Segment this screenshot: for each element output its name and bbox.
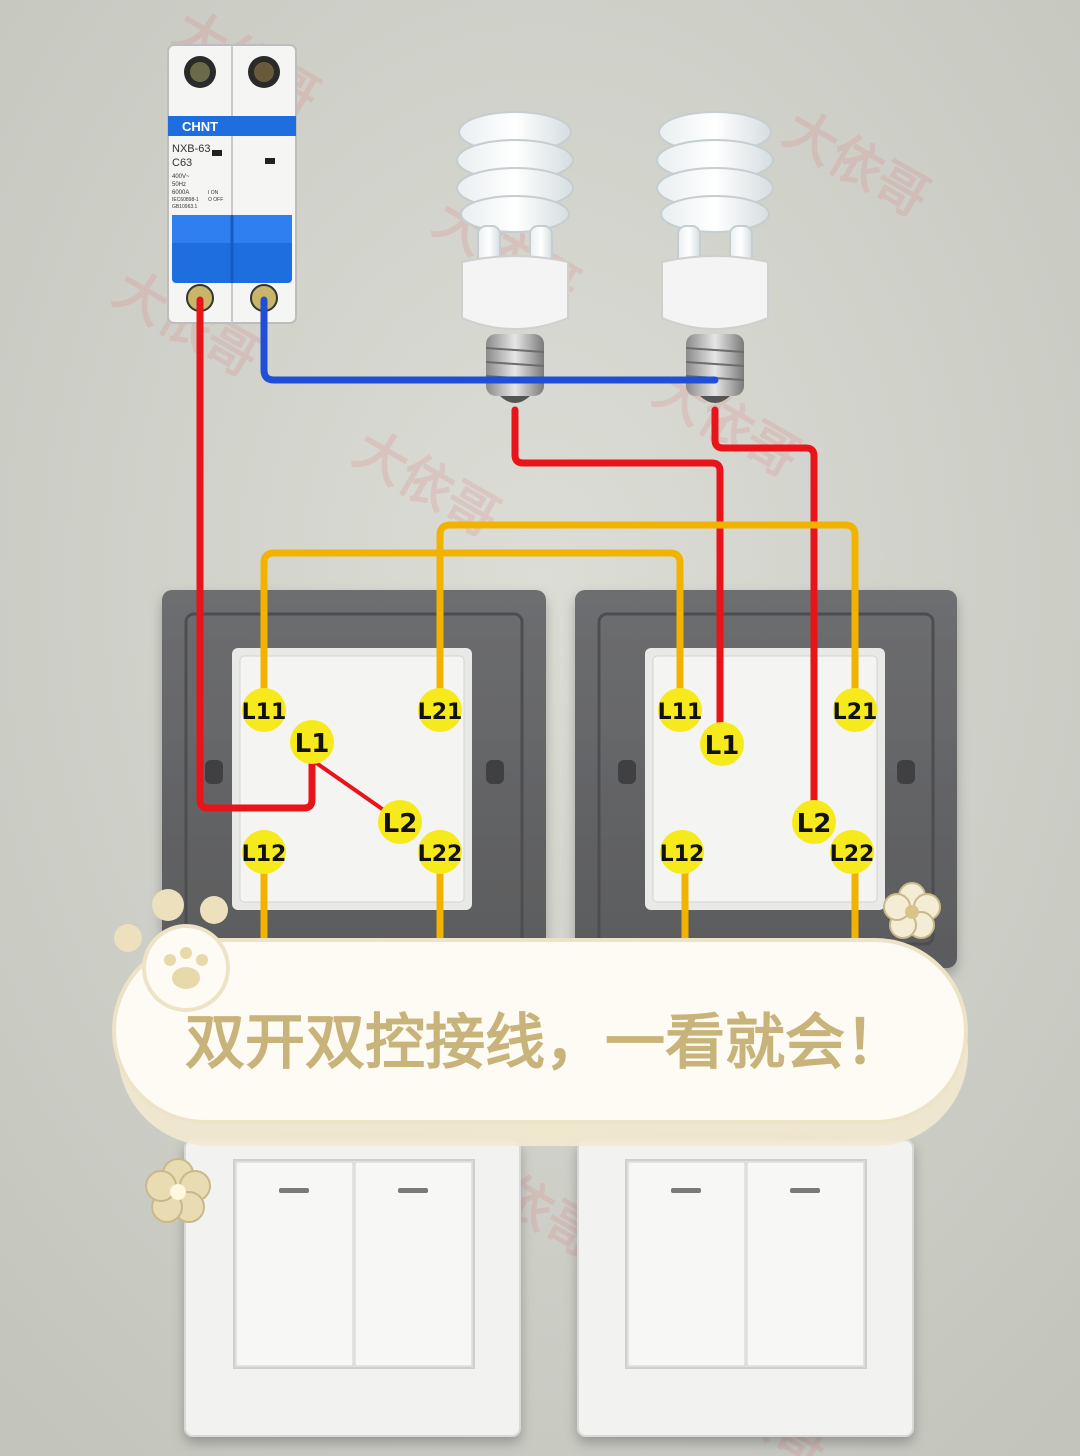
breaker-model: NXB-63 [172,143,211,155]
circuit-breaker: CHNT NXB-63 C63 400V~ 50Hz 6000A IEC6089… [167,44,297,324]
neutral-wire [260,296,719,384]
breaker-spec-2: 50Hz [172,182,186,188]
svg-text:L12: L12 [660,842,705,867]
terminal-right-l22: L22 [830,830,875,874]
breaker-standard-1: IEC60898-1 [172,197,199,203]
traveler-wire-l21 [436,521,859,712]
terminal-left-l11: L11 [242,688,287,732]
breaker-spec-3: 6000A [172,190,189,196]
bubble-decoration [200,896,228,924]
svg-text:L22: L22 [418,842,463,867]
svg-text:L2: L2 [797,809,832,839]
right-panel-rocker-2[interactable] [746,1161,865,1367]
breaker-spec-1: 400V~ [172,174,190,180]
left-panel-rocker-2[interactable] [354,1161,473,1367]
svg-text:L11: L11 [242,700,287,725]
svg-text:L11: L11 [658,700,703,725]
breaker-on: I ON [208,190,219,196]
title-banner: 双开双控接线，一看就会！ [112,889,968,1146]
bubble-decoration [114,924,142,952]
terminal-left-l12: L12 [242,830,287,874]
left-panel-rocker-1[interactable] [235,1161,354,1367]
right-panel-rocker-1[interactable] [627,1161,746,1367]
breaker-standard-2: GB10963.1 [172,204,198,210]
live-wire-bulb-right-to-right-l2 [711,406,818,826]
flower-decoration-right [883,882,941,939]
breaker-brand: CHNT [182,119,218,134]
bulb-left [456,111,574,403]
terminal-right-l21: L21 [833,688,878,732]
flower-decoration-left [145,1158,211,1223]
svg-text:L21: L21 [833,700,878,725]
breaker-rating: C63 [172,157,192,169]
terminal-right-l1: L1 [700,722,744,766]
traveler-wire-l11 [260,549,684,712]
terminal-left-l2: L2 [378,800,422,844]
terminal-right-l11: L11 [658,688,703,732]
breaker-off: O OFF [208,197,223,203]
svg-text:L1: L1 [705,731,740,761]
terminal-right-l2: L2 [792,800,836,844]
terminal-left-l22: L22 [418,830,463,874]
terminal-left-l1: L1 [290,720,334,764]
svg-text:L1: L1 [295,729,330,759]
svg-text:L2: L2 [383,809,418,839]
switch-left-terminals: L11 L21 L1 L2 L12 L22 [242,688,463,874]
bubble-decoration [152,889,184,921]
bulb-right [656,111,774,403]
terminal-left-l21: L21 [418,688,463,732]
svg-text:L21: L21 [418,700,463,725]
terminal-right-l12: L12 [660,830,705,874]
svg-text:L12: L12 [242,842,287,867]
paw-icon [164,947,208,989]
live-wire-breaker-to-left-l1 [196,296,316,812]
svg-text:L22: L22 [830,842,875,867]
switch-right-terminals: L11 L21 L1 L2 L12 L22 [658,688,878,874]
switch-left-body [162,590,546,968]
switch-right-front-panel [577,1139,914,1437]
switch-left-front-panel [184,1139,521,1437]
live-wire-bulb-left-to-right-l1 [511,406,724,746]
banner-title: 双开双控接线，一看就会！ [185,1008,905,1078]
